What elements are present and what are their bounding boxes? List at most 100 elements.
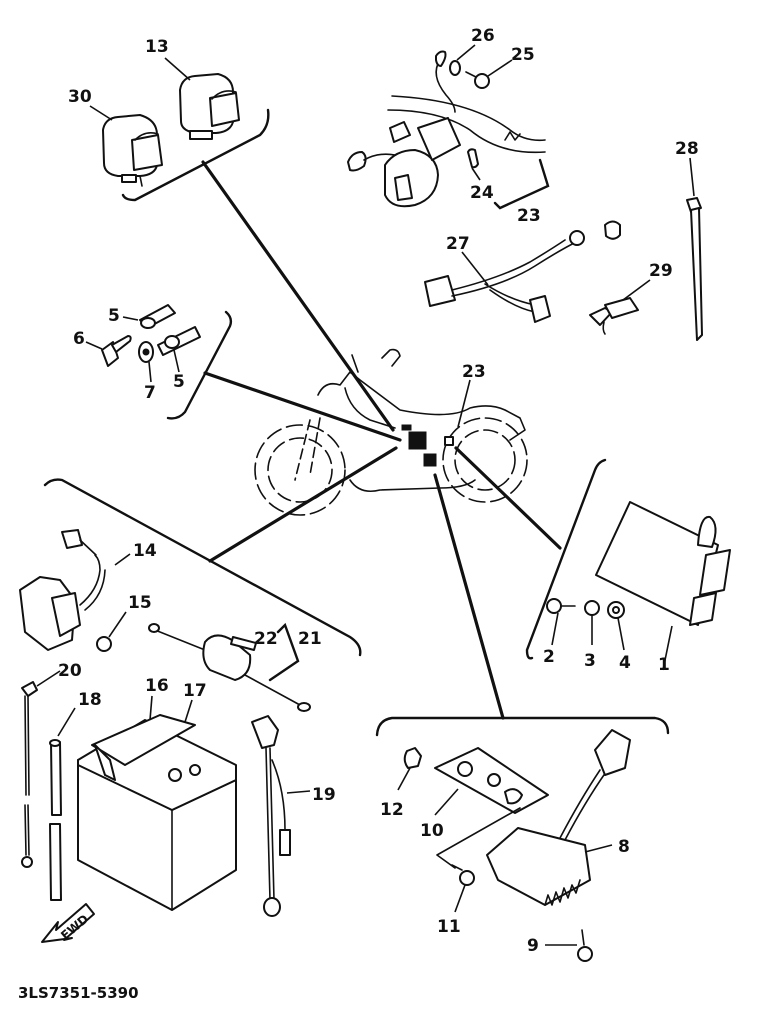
cdi-pointer (454, 446, 562, 550)
fuse-22 (230, 636, 257, 651)
rectifier-pointer (433, 473, 505, 720)
leader-11 (454, 884, 466, 913)
label-23-top: 23 (517, 206, 541, 226)
leader-28 (689, 157, 695, 197)
label-28: 28 (675, 139, 699, 159)
label-16: 16 (145, 676, 169, 696)
sub-wire-harness-27 (424, 220, 621, 323)
leader-20 (36, 670, 61, 687)
label-30: 30 (68, 87, 92, 107)
label-6: 6 (73, 329, 85, 349)
fasteners-pointer (203, 371, 402, 442)
leader-15 (108, 611, 127, 638)
battery-bracket (43, 478, 362, 657)
main-switch-group: 24 23 26 25 (347, 26, 550, 226)
cdi-unit-group: 1 2 3 4 (454, 446, 731, 675)
label-7: 7 (144, 383, 156, 403)
label-23-center: 23 (462, 362, 486, 382)
bolt-5b (157, 326, 201, 356)
leader-8 (584, 844, 613, 853)
screw-9 (577, 929, 593, 962)
cable-tie-28 (686, 197, 703, 341)
bolt-5a (139, 304, 176, 329)
relay-30 (102, 114, 163, 187)
leader-4 (617, 617, 625, 651)
label-10: 10 (420, 821, 444, 841)
clip-29 (589, 297, 639, 335)
label-24: 24 (470, 183, 494, 203)
cdi-bracket (525, 458, 607, 660)
label-11: 11 (437, 917, 461, 937)
label-26: 26 (471, 26, 495, 46)
washer-26 (449, 60, 461, 76)
label-14: 14 (133, 541, 157, 561)
leader-24 (471, 167, 481, 181)
fuse-24 (467, 148, 479, 169)
leader-30 (89, 105, 113, 121)
label-12: 12 (380, 800, 404, 820)
fasteners-bracket (166, 310, 233, 420)
frame-tube (391, 95, 546, 142)
label-3: 3 (584, 651, 596, 671)
label-9: 9 (527, 936, 539, 956)
breather-hose-18 (49, 739, 62, 901)
bracket-21 (268, 622, 300, 682)
label-15: 15 (128, 593, 152, 613)
cdi-unit-1 (595, 501, 731, 626)
leader-6 (85, 341, 103, 350)
label-17: 17 (183, 681, 207, 701)
label-19: 19 (312, 785, 336, 805)
leader-7 (148, 361, 152, 383)
rectifier-group: 10 12 8 11 9 (375, 473, 670, 962)
relay-group: 30 13 (68, 37, 395, 432)
lead-wire-20 (21, 681, 38, 868)
battery-group: 14 15 22 21 16 17 (19, 446, 398, 917)
label-29: 29 (649, 261, 673, 281)
leader-25 (487, 59, 513, 77)
leader-29 (622, 279, 651, 301)
screw-2 (546, 598, 576, 614)
leader-5a (122, 316, 139, 321)
leader-26 (456, 44, 476, 61)
regulator-8 (486, 729, 631, 906)
relay-group-pointer (201, 160, 395, 432)
bracket-10 (434, 747, 549, 814)
label-13: 13 (145, 37, 169, 57)
relay-group-bracket (121, 108, 270, 202)
leader-23-center (457, 379, 471, 428)
label-25: 25 (511, 45, 535, 65)
screw-25 (465, 71, 490, 89)
bracket-23 (493, 158, 550, 210)
label-18: 18 (78, 690, 102, 710)
label-4: 4 (619, 653, 631, 673)
starter-fuse-21 (148, 623, 311, 712)
label-1: 1 (658, 655, 670, 675)
leader-16 (149, 695, 153, 721)
screw-11 (451, 864, 475, 886)
label-5a: 5 (108, 306, 120, 326)
leader-1 (662, 625, 673, 671)
lead-wire-19 (251, 715, 291, 917)
fasteners-group: 5 5 7 6 (73, 304, 402, 442)
motorcycle-outline (254, 348, 528, 516)
leader-14 (114, 553, 131, 566)
drawing-code: 3LS7351-5390 (18, 984, 139, 1002)
label-22: 22 (254, 629, 278, 649)
center-cdi-marker (423, 453, 437, 467)
nut-15 (96, 636, 112, 652)
main-switch (347, 117, 461, 208)
label-20: 20 (58, 661, 82, 681)
leader-17 (184, 699, 193, 723)
leader-19 (286, 790, 311, 794)
leader-2 (551, 612, 559, 646)
leader-13 (164, 57, 191, 81)
label-2: 2 (543, 647, 555, 667)
leader-5b (173, 349, 180, 373)
relay-13 (179, 73, 240, 140)
center-switch-marker (444, 436, 454, 446)
center-relay-marker (408, 431, 427, 450)
battery-16 (77, 714, 237, 911)
battery-pointer (208, 446, 398, 563)
leader-18 (57, 707, 76, 737)
